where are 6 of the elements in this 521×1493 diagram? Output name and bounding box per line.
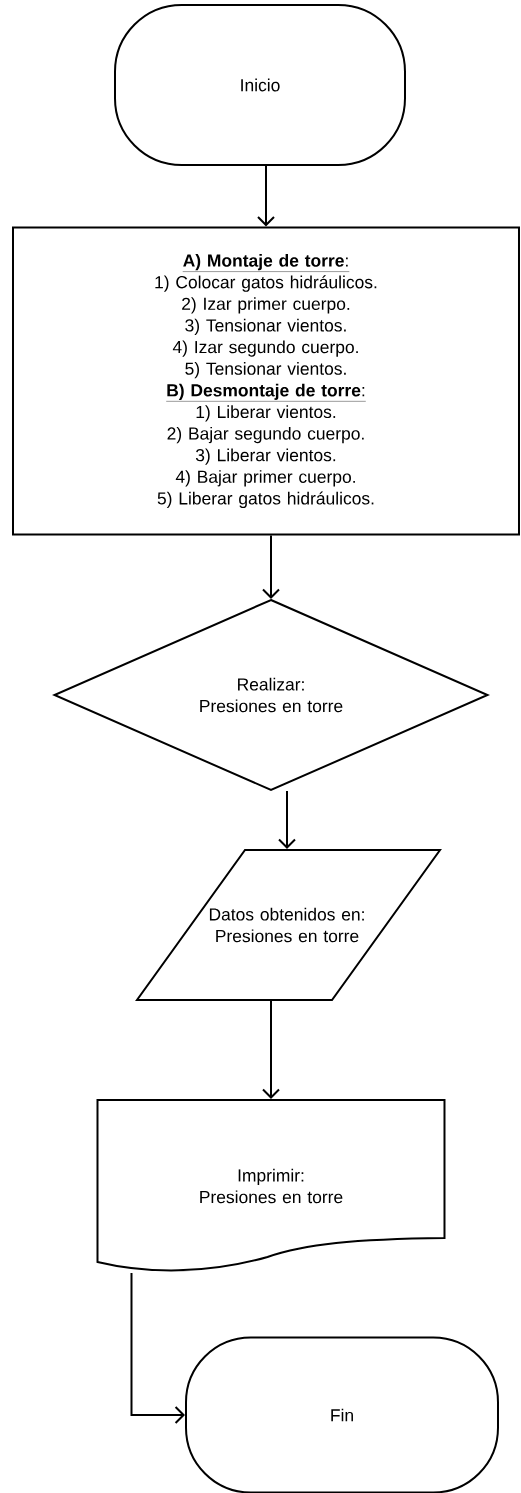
arrow xyxy=(262,534,280,599)
arrow xyxy=(130,1272,185,1424)
arrow xyxy=(257,165,275,227)
arrow xyxy=(262,1000,280,1099)
process-box: A) Montaje de torre: 1) Colocar gatos hidráulicos. 2) Izar primer cuerpo. 3) Tensionar vientos. 4) Izar segundo cuerpo. 5) Tensionar vientos. B) Desmontaje de torre: 1) Liberar vientos. 2) Bajar segundo cuerpo. 3) Liberar vientos. 4) Bajar primer cuerpo. 5) Liberar gatos hidráulicos. xyxy=(12,226,520,536)
arrow xyxy=(278,790,296,849)
